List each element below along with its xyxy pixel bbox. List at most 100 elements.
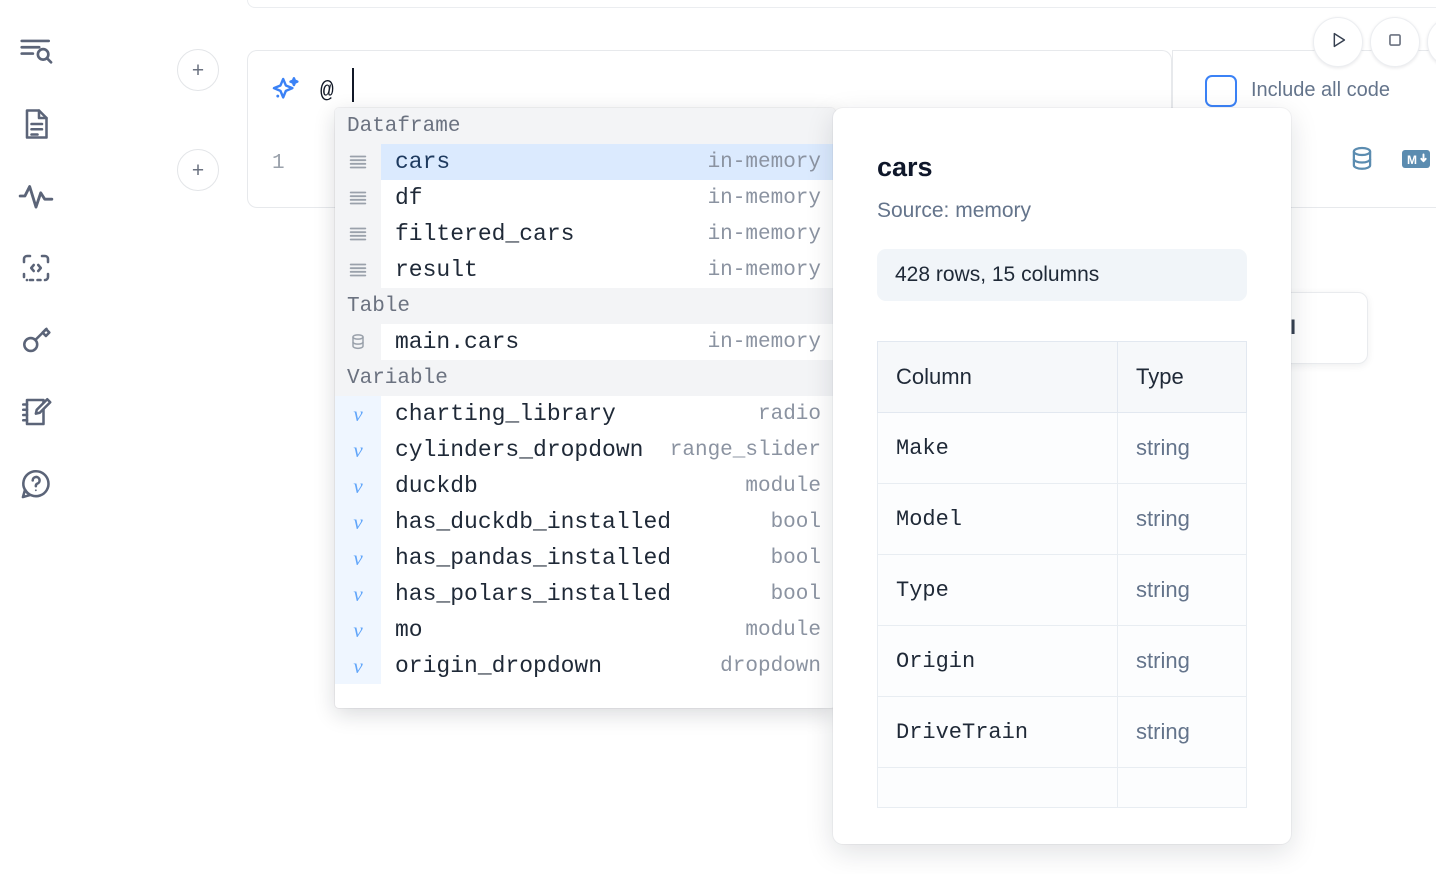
autocomplete-item-type: in-memory — [707, 186, 821, 210]
autocomplete-item-content: df in-memory — [381, 180, 835, 216]
plus-icon: + — [191, 158, 205, 182]
database-icon — [335, 324, 381, 360]
sidebar-item-file-document[interactable] — [7, 88, 65, 160]
autocomplete-item[interactable]: filtered_cars in-memory — [335, 216, 835, 252]
dataframe-icon — [335, 216, 381, 252]
variable-icon: v — [335, 576, 381, 612]
markdown-icon[interactable]: M — [1401, 148, 1431, 175]
sparkle-icon — [268, 74, 304, 108]
sidebar-item-snippets[interactable] — [7, 232, 65, 304]
stop-button[interactable] — [1370, 17, 1420, 67]
autocomplete-item-type: bool — [770, 510, 821, 534]
autocomplete-item[interactable]: v has_polars_installed bool — [335, 576, 835, 612]
include-all-code-label: Include all code — [1251, 79, 1390, 101]
sidebar-item-scratchpad[interactable] — [7, 376, 65, 448]
variable-icon: v — [335, 612, 381, 648]
sidebar-item-explore-outline[interactable] — [7, 16, 65, 88]
run-button[interactable] — [1313, 17, 1363, 67]
doc-column-name: Model — [876, 483, 1119, 555]
autocomplete-item-name: result — [395, 257, 478, 283]
doc-column-type — [1117, 767, 1247, 808]
autocomplete-item-name: df — [395, 185, 423, 211]
plus-icon: + — [191, 58, 205, 82]
autocomplete-item-name: filtered_cars — [395, 221, 575, 247]
autocomplete-item[interactable]: cars in-memory — [335, 144, 835, 180]
ai-prompt-input[interactable] — [318, 76, 1171, 105]
doc-source: Source: memory — [877, 199, 1032, 222]
key-secrets-icon — [18, 322, 54, 358]
autocomplete-item-name: main.cars — [395, 329, 520, 355]
autocomplete-item-name: mo — [395, 617, 423, 643]
autocomplete-item-content: cars in-memory — [381, 144, 835, 180]
autocomplete-item-name: cars — [395, 149, 451, 175]
file-document-icon — [18, 106, 54, 142]
autocomplete-item-type: range_slider — [669, 438, 821, 462]
doc-title: cars — [877, 152, 933, 182]
autocomplete-item[interactable]: v charting_library radio — [335, 396, 835, 432]
autocomplete-item-name: has_pandas_installed — [395, 545, 672, 571]
database-icon[interactable] — [1347, 144, 1377, 179]
previous-cell-edge — [247, 0, 1436, 8]
svg-text:M: M — [1407, 153, 1417, 167]
doc-column-name: Type — [876, 554, 1119, 626]
doc-table-row-clipped — [876, 767, 1247, 808]
dataframe-icon — [335, 252, 381, 288]
sidebar-item-secrets[interactable] — [7, 304, 65, 376]
play-icon — [1327, 29, 1349, 56]
add-cell-below-button[interactable]: + — [177, 149, 219, 191]
autocomplete-item-type: module — [745, 618, 821, 642]
autocomplete-item-type: bool — [770, 582, 821, 606]
add-cell-above-button[interactable]: + — [177, 49, 219, 91]
explore-outline-icon — [17, 33, 55, 71]
autocomplete-item-type: module — [745, 474, 821, 498]
sidebar-rail — [0, 0, 72, 874]
variable-icon: v — [335, 468, 381, 504]
autocomplete-item-content: duckdb module — [381, 468, 835, 504]
activity-pulse-icon — [17, 177, 55, 215]
line-number: 1 — [272, 152, 285, 175]
autocomplete-item-content: charting_library radio — [381, 396, 835, 432]
variable-icon: v — [335, 540, 381, 576]
doc-column-name: Make — [876, 412, 1119, 484]
autocomplete-item-type: in-memory — [707, 222, 821, 246]
autocomplete-item-content: mo module — [381, 612, 835, 648]
autocomplete-item-content: filtered_cars in-memory — [381, 216, 835, 252]
autocomplete-item-name: duckdb — [395, 473, 478, 499]
autocomplete-item-type: radio — [757, 402, 821, 426]
variable-icon: v — [335, 396, 381, 432]
autocomplete-item-name: origin_dropdown — [395, 653, 603, 679]
autocomplete-item-name: charting_library — [395, 401, 616, 427]
documentation-panel: cars Source: memory 428 rows, 15 columns… — [833, 108, 1291, 844]
autocomplete-group-header: Dataframe — [335, 108, 835, 144]
doc-column-type: string — [1117, 412, 1247, 484]
doc-column-name: DriveTrain — [876, 696, 1119, 768]
doc-column-type: string — [1117, 554, 1247, 626]
doc-table-header-cell: Column — [876, 341, 1119, 413]
autocomplete-item-name: has_polars_installed — [395, 581, 672, 607]
autocomplete-item-type: in-memory — [707, 150, 821, 174]
include-all-code-checkbox[interactable] — [1205, 74, 1237, 107]
autocomplete-item[interactable]: df in-memory — [335, 180, 835, 216]
sidebar-item-activity[interactable] — [7, 160, 65, 232]
help-chat-icon — [18, 466, 54, 502]
sidebar-item-help[interactable] — [7, 448, 65, 520]
text-cursor — [352, 68, 354, 102]
